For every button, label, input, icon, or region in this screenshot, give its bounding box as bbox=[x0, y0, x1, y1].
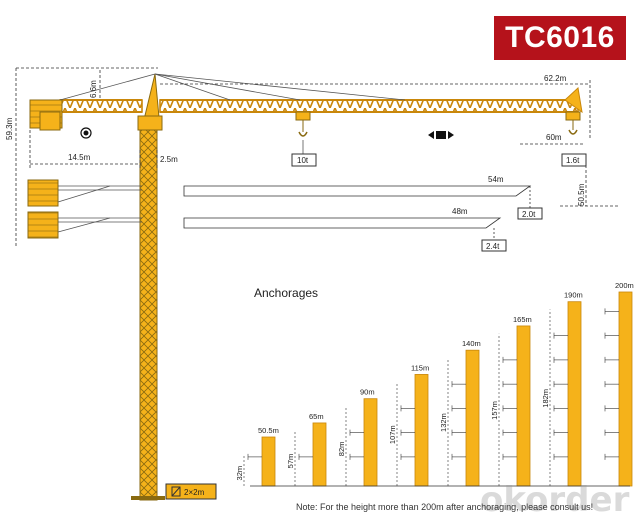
tip-radius-label: 60m bbox=[546, 133, 562, 142]
anchorage-towers: 50.5m 32m 65m 57m 90m 82m 115m 107m 140m 132m 165m… bbox=[235, 281, 634, 487]
watermark: okorder bbox=[480, 480, 630, 520]
anchorage-tower-height: 115m bbox=[411, 363, 429, 372]
anchorages-heading: Anchorages bbox=[254, 286, 319, 300]
anchorage-tower bbox=[618, 291, 633, 487]
slewing-symbol-icon bbox=[428, 131, 454, 139]
max-load-label: 10t bbox=[297, 156, 309, 165]
model-badge: TC6016 bbox=[494, 16, 626, 60]
tip-hook bbox=[565, 111, 581, 135]
alt-jib-2-load: 2.4t bbox=[486, 242, 500, 251]
alt-jib-1-load: 2.0t bbox=[522, 210, 536, 219]
max-load-box bbox=[291, 153, 317, 167]
anchorage-tower-height: 65m bbox=[309, 412, 324, 421]
anchor-height-label: 32m bbox=[235, 466, 244, 481]
anchorage-tower bbox=[567, 301, 582, 487]
footer-note: Note: For the height more than 200m afte… bbox=[296, 502, 594, 512]
alt-counterweight-1 bbox=[27, 179, 142, 207]
anchorage-tower bbox=[261, 436, 276, 487]
anchor-height-label: 107m bbox=[388, 425, 397, 444]
alt-jib-1 bbox=[183, 185, 543, 220]
anchorage-tower-height: 200m bbox=[615, 281, 634, 290]
cab-symbol-icon bbox=[80, 127, 92, 139]
anchorage-tower-height: 90m bbox=[360, 388, 375, 397]
alt-jib-2-length: 48m bbox=[452, 207, 468, 216]
counter-jib-length-label: 14.5m bbox=[68, 153, 91, 162]
mast-section-label: 2×2m bbox=[184, 488, 205, 497]
pendant-ties bbox=[59, 73, 406, 101]
height-under-hook-label: 59.3m bbox=[5, 117, 14, 140]
anchorage-tower-height: 50.5m bbox=[258, 426, 279, 435]
mast-section: 2×2m bbox=[165, 483, 217, 500]
tower-width-label: 2.5m bbox=[160, 155, 178, 164]
anchorage-tower-height: 190m bbox=[564, 291, 583, 300]
counterjib-height-label: 6.6m bbox=[89, 80, 98, 98]
tower-mast bbox=[139, 127, 158, 501]
anchor-height-label: 182m bbox=[541, 389, 550, 408]
anchorage-tower bbox=[414, 374, 429, 487]
alt-jib-2 bbox=[183, 217, 507, 252]
alt-counterweight-2 bbox=[27, 211, 142, 239]
alt-jib-1-load-box bbox=[517, 207, 543, 220]
anchor-height-label: 157m bbox=[490, 401, 499, 420]
dimension-lines bbox=[15, 67, 620, 246]
alt-jib-2-load-box bbox=[481, 239, 507, 252]
anchor-height-label: 82m bbox=[337, 442, 346, 457]
alt-jib-1-length: 54m bbox=[488, 175, 504, 184]
anchorage-tower bbox=[465, 349, 480, 487]
trolley-hook bbox=[295, 111, 311, 137]
anchorage-tower-height: 165m bbox=[513, 315, 532, 324]
tower-base bbox=[131, 496, 165, 500]
anchorage-tower bbox=[363, 398, 378, 487]
slewing-unit bbox=[137, 115, 163, 131]
anchor-height-label: 132m bbox=[439, 413, 448, 432]
jib bbox=[159, 99, 579, 113]
counter-jib bbox=[59, 99, 143, 113]
anchor-height-label: 57m bbox=[286, 454, 295, 469]
anchorage-tower bbox=[516, 325, 531, 487]
anchorage-tower bbox=[312, 422, 327, 487]
free-height-label: 50.5m bbox=[577, 183, 586, 206]
jib-length-label: 62.2m bbox=[544, 74, 567, 83]
anchorage-tower-height: 140m bbox=[462, 339, 481, 348]
tip-load-label: 1.6t bbox=[566, 156, 580, 165]
